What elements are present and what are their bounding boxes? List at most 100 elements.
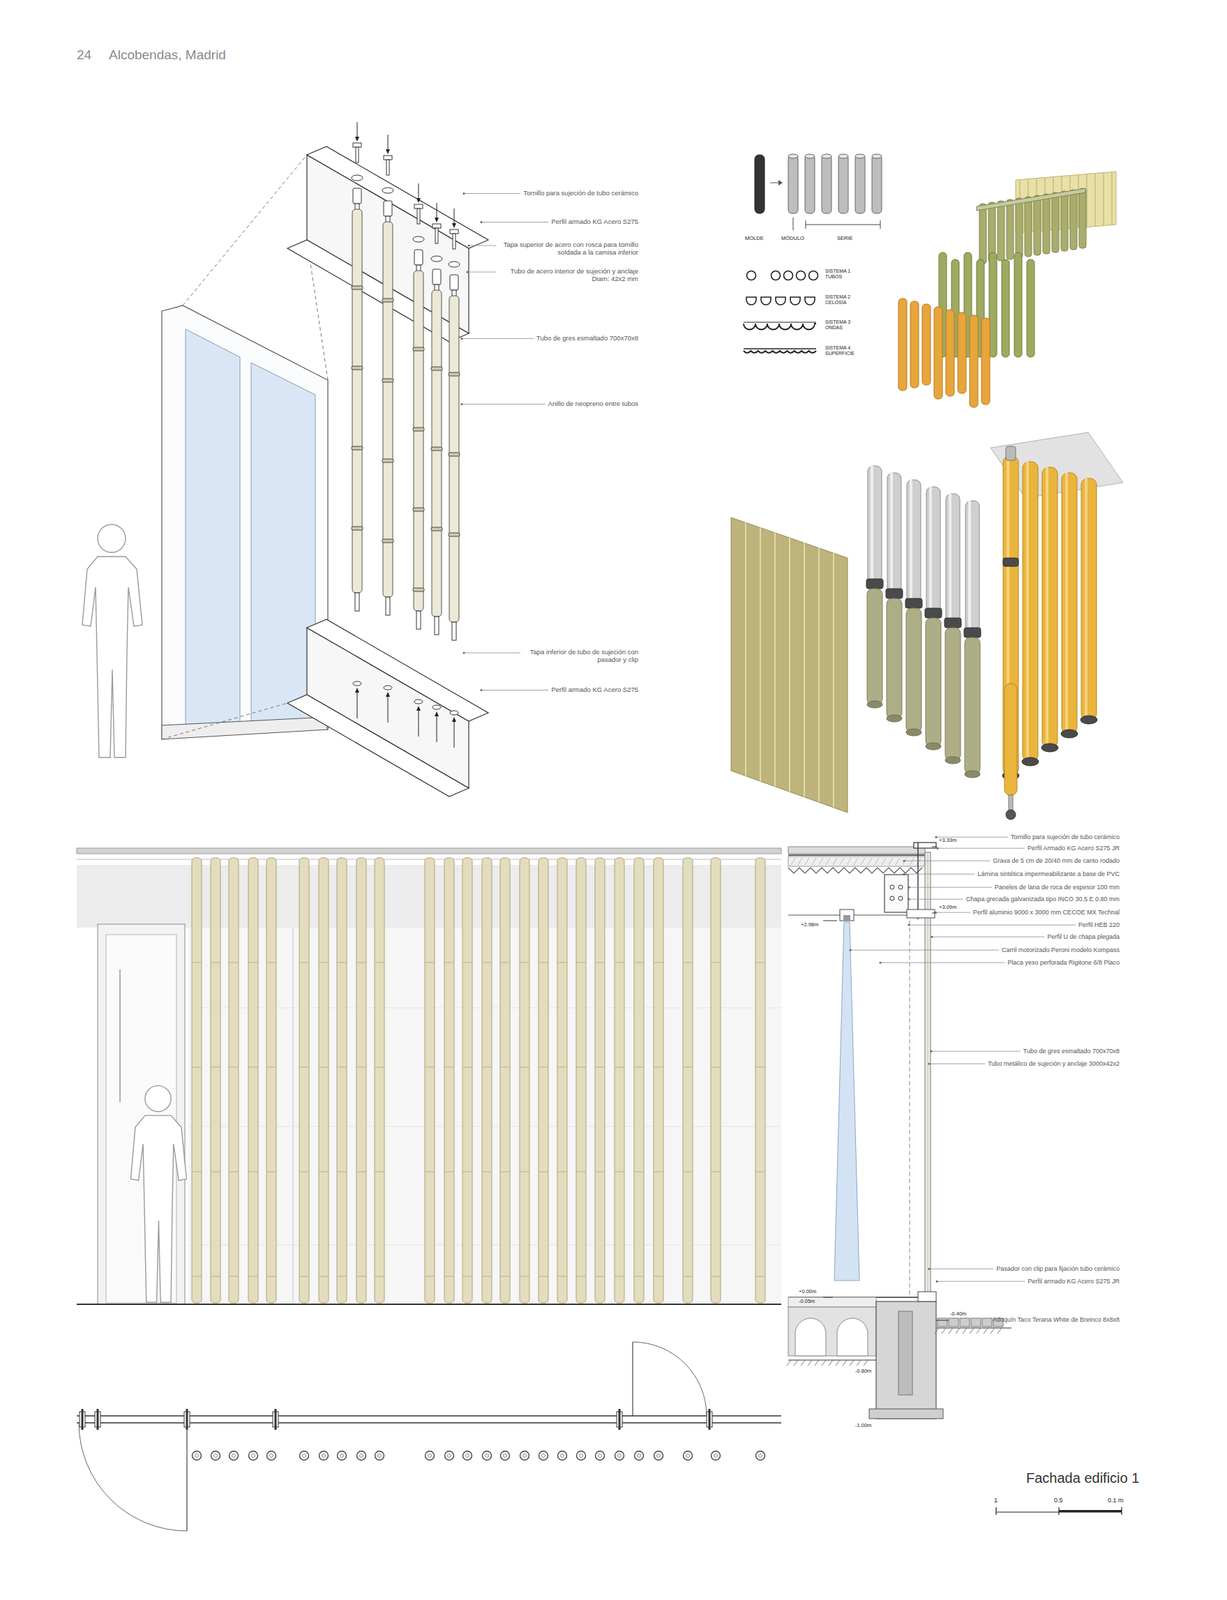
tube-plan [711, 1451, 721, 1461]
tube-plan [463, 1451, 473, 1461]
neoprene-ring [412, 507, 425, 512]
leader-line [936, 1281, 1025, 1283]
tube-plan [229, 1451, 239, 1461]
steel-profile [906, 909, 935, 918]
leader-line [880, 962, 1005, 964]
yellow-tube [1042, 467, 1058, 748]
tube-plan-core [269, 1454, 274, 1458]
leader-line [467, 272, 496, 273]
system-label: SISTEMA 4 SUPERFICIE [825, 345, 869, 357]
level-mark: +3.09m [938, 904, 957, 912]
tube-joint [318, 1276, 329, 1278]
neoprene-ring [351, 526, 363, 531]
insulation-hatch [846, 857, 852, 865]
leader-dot [930, 1050, 933, 1053]
ceramic-panel [731, 517, 848, 813]
yellow-tube [1081, 478, 1097, 720]
paving-block [937, 1318, 948, 1327]
section-label: Perfil HEB 220 [1078, 921, 1120, 929]
ground-hatch [793, 1360, 799, 1366]
system-label: SISTEMA 3 ONDAS [825, 319, 869, 331]
lattice-section [746, 297, 757, 305]
part-label: Tubo de acero interior de sujeción y anc… [498, 267, 639, 284]
section-label: Perfil armado KG Acero S275 JR [1027, 1277, 1120, 1285]
panel-rib [818, 547, 820, 803]
bolt [898, 885, 903, 890]
leader-dot [908, 924, 911, 927]
steel-beam-flange [306, 619, 489, 722]
tube-plan [654, 1451, 664, 1461]
module-top [788, 154, 799, 159]
tube-joint [634, 1171, 644, 1173]
insert-arrow [387, 134, 389, 152]
scale-number: 1 [994, 1496, 998, 1504]
neoprene-ring [431, 527, 443, 531]
level-tick [823, 920, 838, 922]
tube-joint [519, 1067, 530, 1068]
neoprene-ring [382, 458, 394, 463]
olive-tube [1042, 193, 1050, 254]
tube-joint [755, 962, 766, 964]
steel-beam-flange [287, 694, 469, 797]
neoprene-ring [905, 598, 923, 609]
lattice-section [761, 297, 771, 305]
flange-hole [432, 705, 441, 710]
tube-plan-core [340, 1454, 344, 1458]
leader-dot [908, 898, 911, 901]
facade-tube [924, 852, 931, 1301]
steel-tube-highlight [968, 500, 971, 635]
wall-line [76, 1422, 782, 1424]
orange-tube [981, 318, 990, 405]
bolt [890, 896, 895, 901]
floor-finish [788, 1297, 877, 1308]
tube-joint [299, 1276, 310, 1278]
section-label: Tubo metálico de sujeción y anclaje 3000… [987, 1060, 1120, 1068]
tube-joint [374, 962, 385, 964]
tube-end [867, 701, 883, 709]
tube-joint [266, 1171, 277, 1173]
insulation-hatch [804, 857, 810, 865]
neoprene-ring [448, 372, 460, 376]
tube-joint [299, 962, 310, 964]
tube-joint [248, 1171, 259, 1173]
tube-plan-core [637, 1454, 642, 1458]
tube-joint [538, 1067, 549, 1068]
ceramic-tube [382, 221, 393, 598]
tube-plan-core [428, 1454, 432, 1458]
insulation-hatch [853, 857, 858, 865]
tube-joint [356, 1276, 367, 1278]
foundation-pad [869, 1409, 944, 1419]
steel-tube [926, 486, 941, 616]
top-cap [414, 249, 423, 266]
lattice-section [804, 297, 815, 305]
tube-joint [191, 1276, 202, 1278]
module-label: MÓDULO [781, 235, 805, 243]
series-tick [805, 220, 807, 229]
tube-plan-core [465, 1454, 470, 1458]
panel-rib [1102, 172, 1105, 226]
inner-pin [385, 597, 390, 616]
insulation-layer [788, 856, 925, 867]
flange-hole [448, 261, 460, 268]
tube-joint [424, 962, 435, 964]
ceramic-tube [228, 857, 239, 1304]
tube-joint [210, 1067, 221, 1068]
tube-joint [266, 962, 277, 964]
leader-dot [935, 836, 938, 839]
glass-pane [251, 362, 316, 722]
neoprene-ring [448, 452, 460, 457]
panel-rib [1094, 172, 1096, 227]
insulation-hatch [874, 857, 879, 865]
insert-arrow [357, 122, 358, 139]
tube-joint [482, 1067, 492, 1068]
lattice-section [775, 297, 786, 305]
ground-hatch [990, 1328, 995, 1334]
insulation-hatch [832, 857, 838, 865]
module-cylinder [871, 154, 882, 214]
leader-dot [466, 271, 469, 274]
steel-tube [887, 472, 902, 596]
screw-head [352, 142, 362, 148]
tube-joint [576, 962, 586, 964]
tube-joint [482, 1171, 492, 1173]
